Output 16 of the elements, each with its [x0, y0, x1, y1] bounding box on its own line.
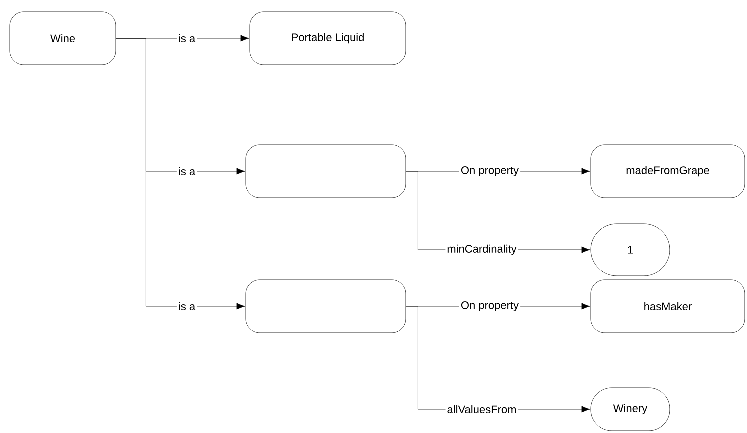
edge-label: is a	[176, 300, 198, 312]
empty-box	[246, 280, 406, 334]
edge-label: allValuesFrom	[446, 404, 518, 416]
process-box: madeFromGrape	[590, 144, 746, 198]
edge-label: is a	[176, 32, 198, 44]
edge-label: On property	[459, 165, 521, 178]
process-box: hasMaker	[590, 280, 746, 334]
value-box: 1	[590, 224, 670, 276]
edge-label: minCardinality	[446, 243, 518, 257]
arrow	[116, 38, 246, 310]
value-box: Winery	[590, 388, 670, 432]
empty-box	[246, 144, 406, 198]
process-box: Portable Liquid	[250, 12, 406, 66]
edge-label: is a	[176, 166, 198, 178]
process-box: Wine	[10, 12, 116, 66]
edge-label: On property	[459, 300, 521, 313]
